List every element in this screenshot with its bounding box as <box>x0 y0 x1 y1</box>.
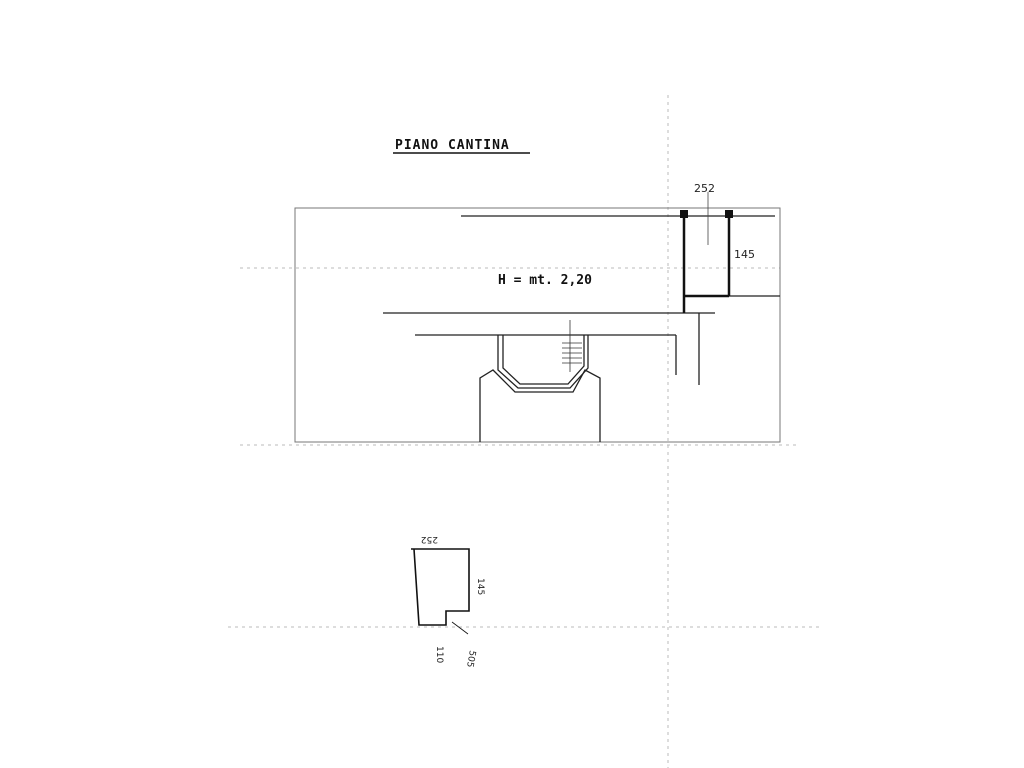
walls <box>383 215 780 442</box>
storage-room <box>682 216 731 313</box>
plan-title: PIANO CANTINA <box>395 138 510 153</box>
sketch-dim-bottom: 110 <box>434 646 444 663</box>
sketch-dim-side: 145 <box>475 578 485 595</box>
ceiling-height-label: H = mt. 2,20 <box>498 273 592 288</box>
dimension-width: 252 <box>694 182 715 195</box>
dimension-depth: 145 <box>734 248 755 261</box>
stair-icon <box>562 320 582 372</box>
pillar <box>725 210 733 218</box>
sketch-dim-top: 252 <box>421 534 438 544</box>
plan-outline <box>294 207 781 443</box>
sketch-dim-diagonal: 505 <box>464 649 477 668</box>
guide-lines <box>228 95 820 768</box>
hand-sketch <box>411 548 470 635</box>
pillar <box>680 210 688 218</box>
